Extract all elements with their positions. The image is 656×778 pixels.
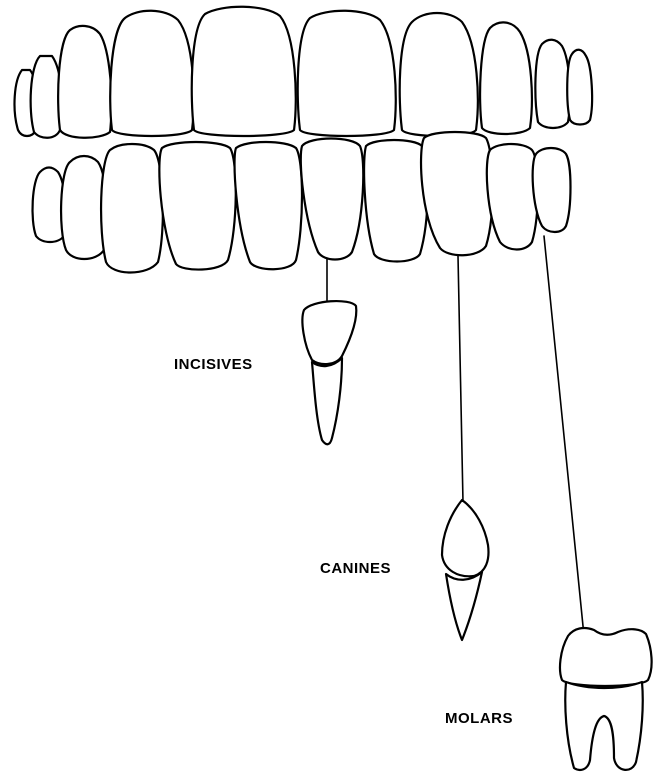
lower-teeth: [33, 132, 571, 273]
incisor-tooth-icon: [302, 301, 356, 444]
canine-leader-line: [458, 256, 463, 502]
canine-tooth-icon: [442, 500, 488, 640]
lower-tooth: [235, 142, 302, 269]
molar-leader-line: [544, 236, 584, 636]
lower-tooth: [487, 144, 538, 250]
upper-tooth: [110, 11, 194, 136]
lower-tooth: [301, 139, 363, 260]
molar-tooth-icon: [560, 628, 652, 770]
canines-label: CANINES: [320, 560, 391, 577]
upper-tooth: [58, 26, 111, 138]
upper-tooth: [567, 50, 592, 125]
upper-tooth: [400, 13, 478, 136]
lower-tooth: [421, 132, 493, 255]
upper-teeth: [15, 7, 593, 138]
lower-tooth: [533, 148, 571, 232]
lower-tooth: [364, 140, 428, 262]
upper-tooth: [535, 40, 570, 128]
lower-tooth: [101, 144, 163, 273]
molars-label: MOLARS: [445, 710, 513, 727]
upper-tooth: [298, 11, 396, 136]
upper-tooth: [192, 7, 296, 136]
lower-tooth: [159, 142, 235, 270]
incisors-label: INCISIVES: [174, 356, 253, 373]
upper-tooth: [480, 22, 532, 134]
